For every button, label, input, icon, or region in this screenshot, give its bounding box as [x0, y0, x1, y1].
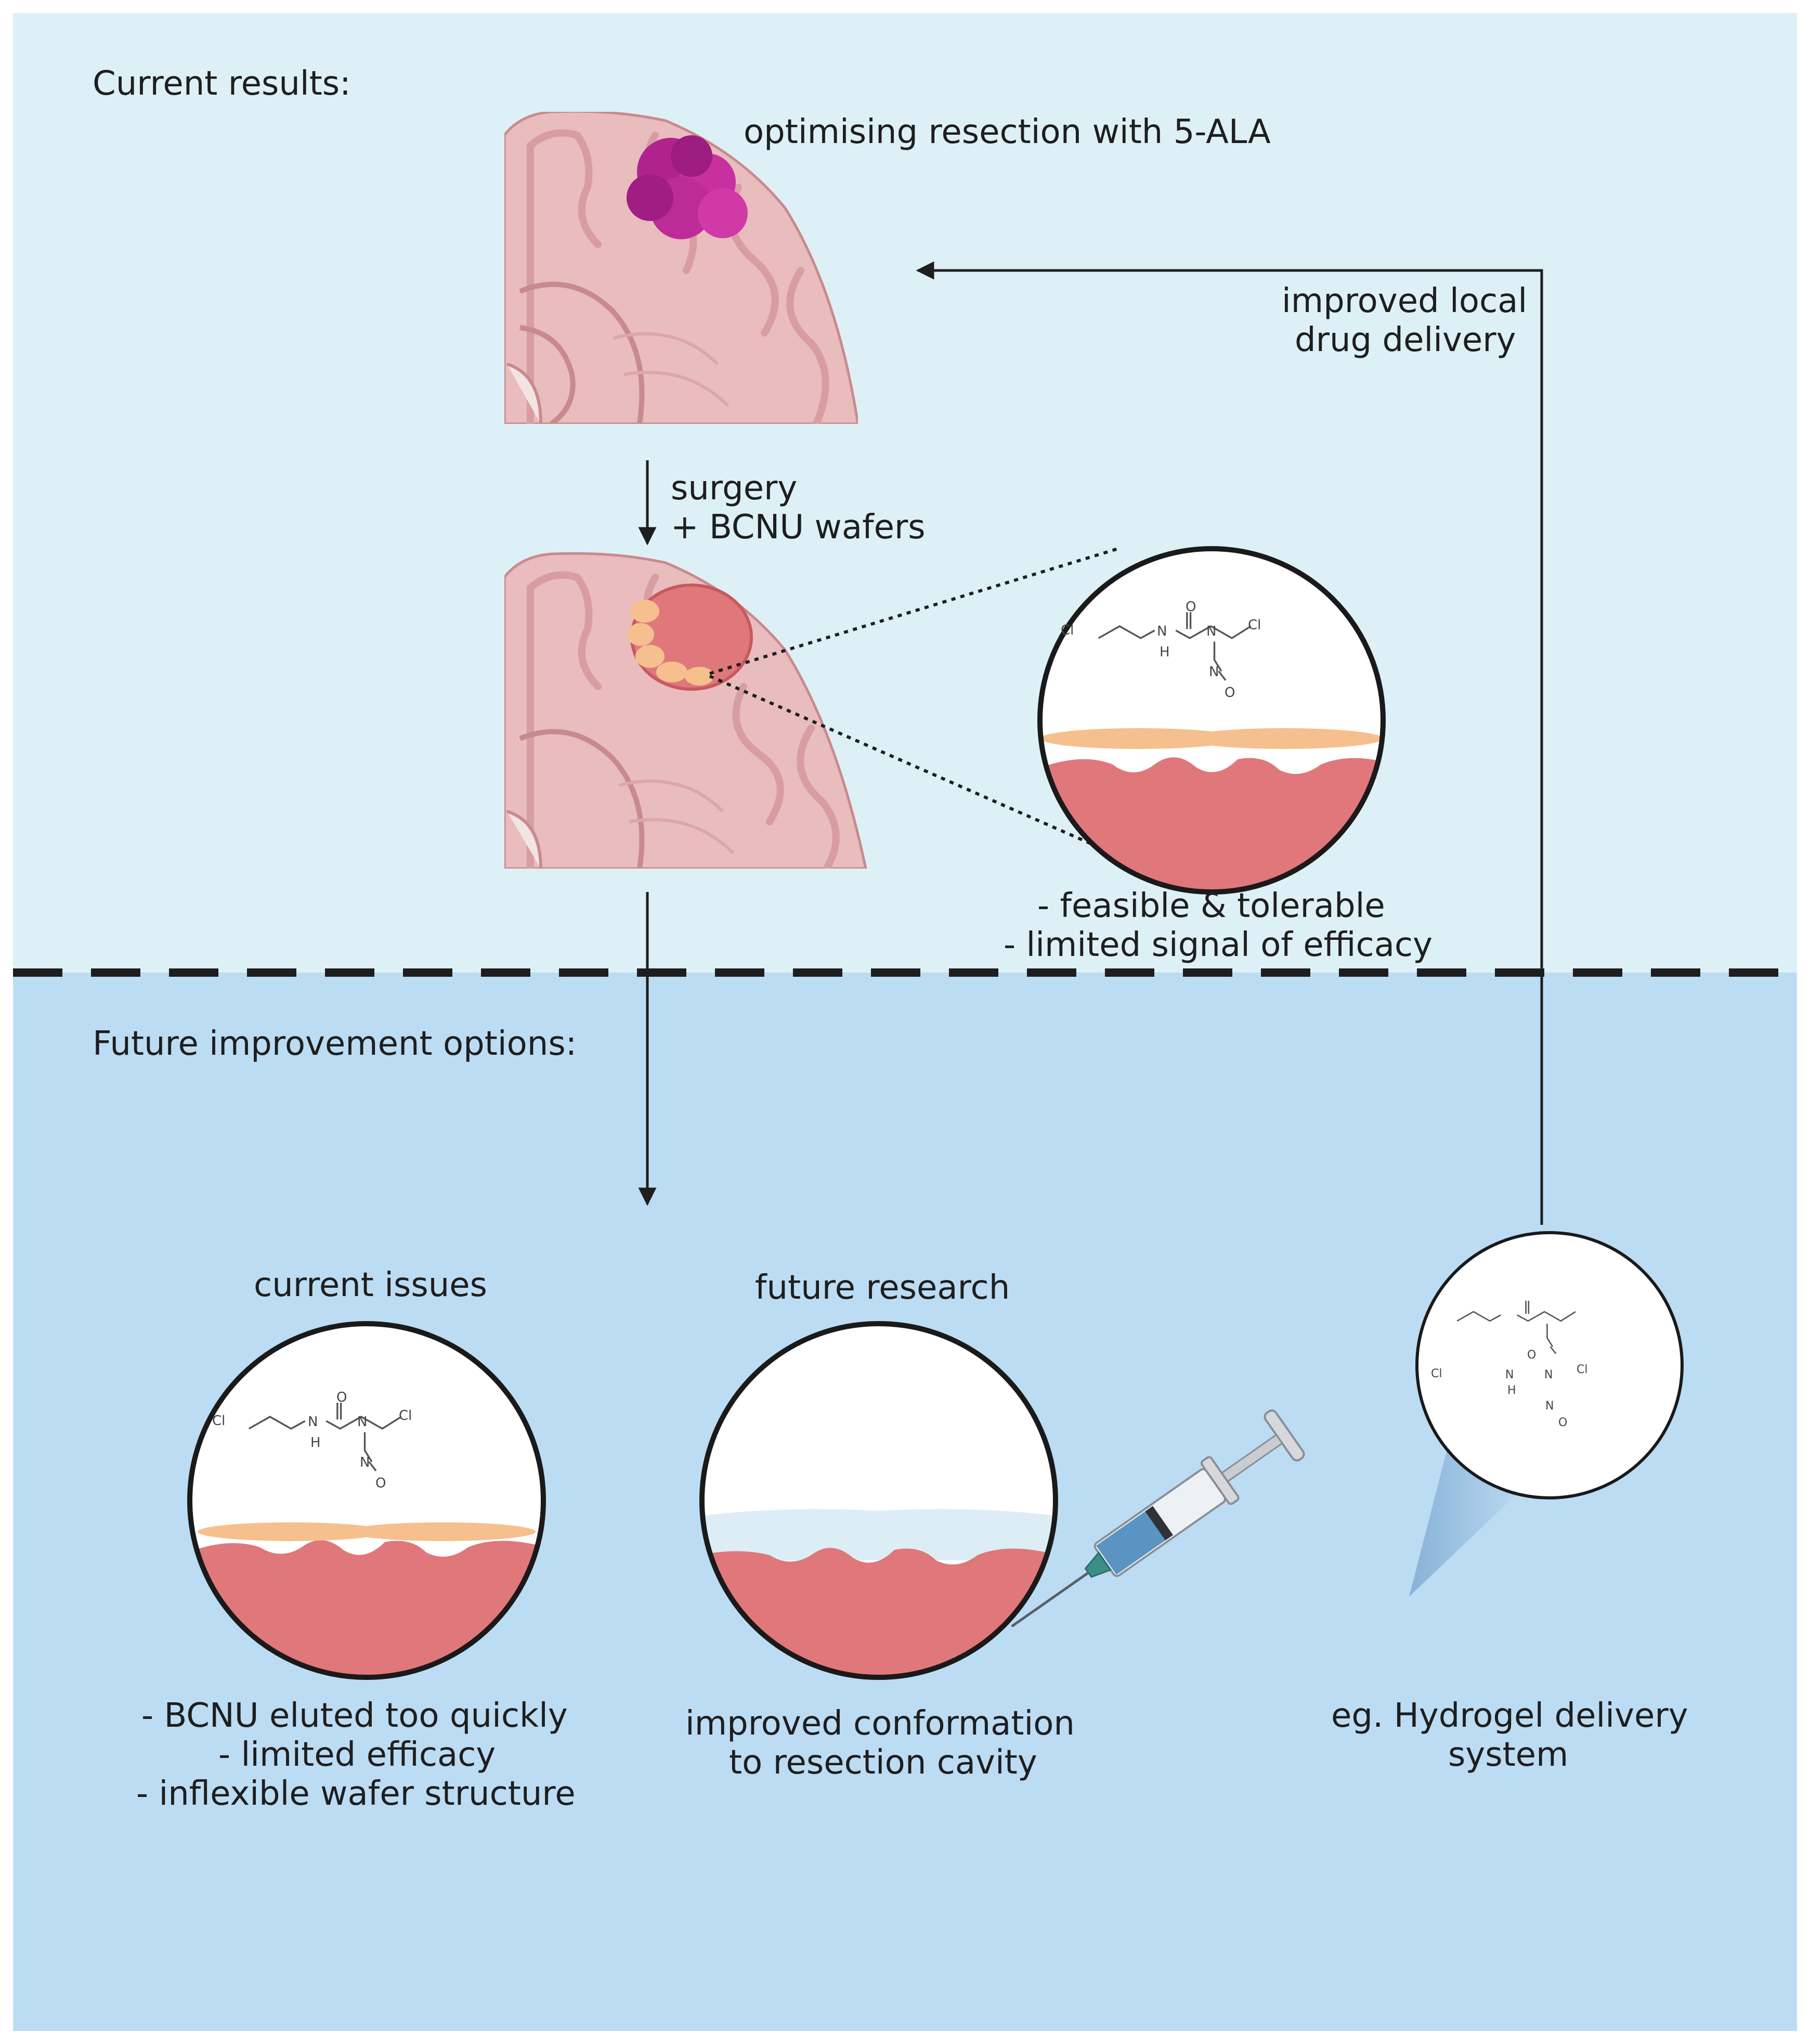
- feedback-arrow: [916, 261, 1543, 1225]
- chem-cl-right: Cl: [1248, 617, 1261, 633]
- hydro-chem-o-lower: O: [1558, 1416, 1567, 1429]
- surgery-label: surgery: [671, 469, 797, 508]
- issues-chem-n-lower: N: [360, 1455, 370, 1470]
- issues-chem-n-left: N: [308, 1414, 318, 1430]
- zoom-line-top: [709, 547, 1118, 675]
- chem-o-top: O: [1186, 599, 1196, 615]
- bcnu-wafers-in-cavity: [627, 600, 714, 685]
- brain-top-caption: optimising resection with 5-ALA: [744, 113, 1271, 151]
- zoom-result-line1: - feasible & tolerable: [1037, 887, 1385, 925]
- hydro-chem-n-left: N: [1505, 1368, 1514, 1381]
- tumor-5ala: [627, 135, 748, 239]
- current-issues-line2: - limited efficacy: [218, 1736, 496, 1774]
- issues-chem-cl-left: Cl: [212, 1413, 225, 1429]
- issues-chem-o-top: O: [336, 1390, 347, 1405]
- hydro-chem-cl-right: Cl: [1577, 1363, 1587, 1376]
- zoom-circle-wafer: Cl N H O N Cl N O: [1037, 546, 1386, 895]
- hydrogel-label-line2: system: [1448, 1736, 1568, 1774]
- future-research-line2: to resection cavity: [729, 1743, 1037, 1782]
- current-issues-title: current issues: [254, 1266, 487, 1304]
- current-issues-circle: Cl N H O N Cl N O: [187, 1321, 546, 1680]
- chem-n-right: N: [1206, 624, 1216, 639]
- hydrogel-molecule-circle: Cl N H O N Cl N O: [1415, 1231, 1684, 1499]
- zoom-result-line2: - limited signal of efficacy: [1004, 926, 1433, 964]
- hydro-chem-o-top: O: [1527, 1349, 1536, 1362]
- hydro-chem-cl-left: Cl: [1431, 1367, 1442, 1380]
- future-research-circle: [699, 1321, 1058, 1680]
- hydro-chem-n-lower: N: [1545, 1400, 1554, 1413]
- bcnu-wafers-label: + BCNU wafers: [671, 508, 926, 547]
- hydro-chem-n-right: N: [1544, 1368, 1553, 1381]
- issues-chem-o-lower: O: [375, 1476, 386, 1491]
- chem-n-lower: N: [1209, 664, 1219, 680]
- current-results-panel: [13, 13, 1797, 973]
- brain-with-tumor: [504, 112, 858, 424]
- current-results-title: Current results:: [93, 64, 351, 103]
- hydro-chem-h: H: [1507, 1384, 1516, 1397]
- issues-chem-cl-right: Cl: [399, 1408, 412, 1424]
- chem-n-left: N: [1157, 624, 1167, 639]
- chem-o-lower: O: [1225, 685, 1235, 701]
- brain-with-resection-cavity: [504, 552, 867, 869]
- issues-chem-n-right: N: [357, 1414, 367, 1430]
- current-issues-line3: - inflexible wafer structure: [136, 1775, 576, 1813]
- current-issues-line1: - BCNU eluted too quickly: [141, 1697, 568, 1735]
- chem-cl-left: Cl: [1061, 623, 1074, 638]
- future-options-title: Future improvement options:: [93, 1025, 577, 1063]
- hydrogel-label-line1: eg. Hydrogel delivery: [1331, 1697, 1688, 1735]
- syringe-icon: [1011, 1409, 1305, 1628]
- issues-chem-h: H: [310, 1435, 321, 1451]
- feedback-label-line1: improved local: [1282, 282, 1527, 320]
- future-research-title: future research: [755, 1269, 1010, 1307]
- chem-h: H: [1160, 644, 1170, 660]
- bcnu-molecule: [1098, 612, 1252, 681]
- future-research-line1: improved conformation: [685, 1704, 1075, 1743]
- feedback-label-line2: drug delivery: [1295, 321, 1516, 359]
